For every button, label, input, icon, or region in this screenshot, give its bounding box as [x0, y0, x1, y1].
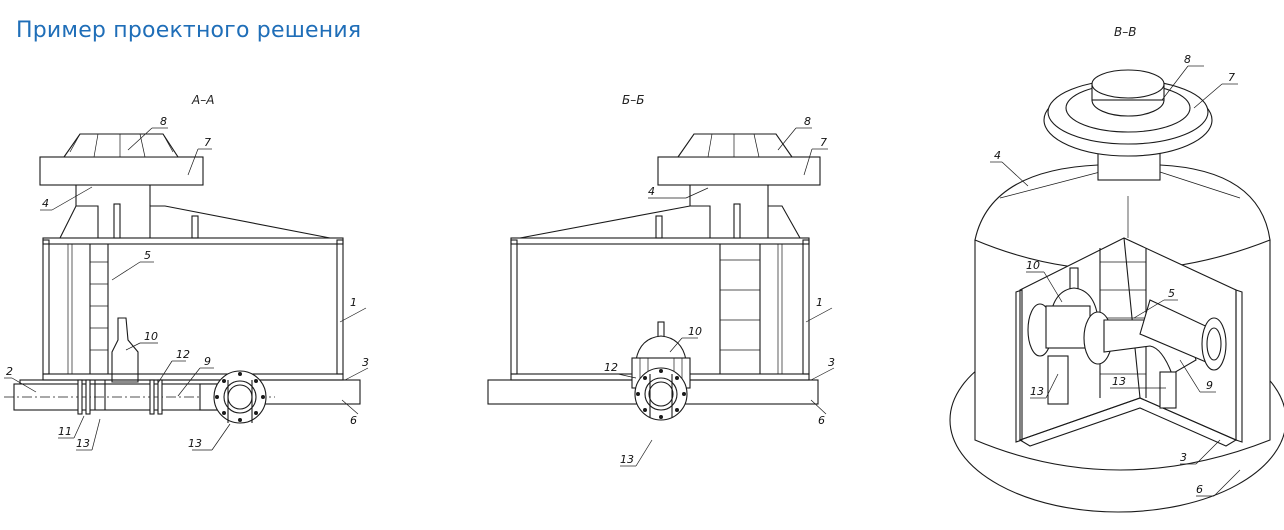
svg-text:1: 1 — [816, 296, 823, 309]
svg-text:3: 3 — [362, 356, 369, 369]
cover-plate-aa — [39, 156, 204, 186]
section-bb: Б–Б — [487, 93, 835, 467]
svg-text:12: 12 — [604, 361, 618, 374]
svg-text:5: 5 — [144, 249, 151, 262]
svg-text:10: 10 — [1026, 259, 1040, 272]
svg-text:7: 7 — [1228, 71, 1235, 84]
svg-text:1: 1 — [350, 296, 357, 309]
svg-text:8: 8 — [804, 115, 811, 128]
svg-text:9: 9 — [204, 355, 211, 368]
tank-wall-right-aa — [336, 239, 344, 375]
svg-text:5: 5 — [1168, 287, 1175, 300]
section-aa-label: А–А — [191, 93, 214, 107]
svg-text:8: 8 — [160, 115, 167, 128]
svg-text:3: 3 — [1180, 451, 1187, 464]
svg-text:6: 6 — [818, 414, 825, 427]
svg-text:3: 3 — [828, 356, 835, 369]
svg-text:2: 2 — [6, 365, 13, 378]
section-vv-label: В–В — [1114, 25, 1136, 39]
svg-text:13: 13 — [1030, 385, 1044, 398]
section-aa: А–А — [4, 93, 369, 451]
svg-text:13: 13 — [76, 437, 90, 450]
svg-text:4: 4 — [648, 185, 655, 198]
svg-text:10: 10 — [688, 325, 702, 338]
section-vv: В–В — [949, 25, 1284, 513]
svg-text:6: 6 — [350, 414, 357, 427]
svg-text:9: 9 — [1206, 379, 1213, 392]
page-title: Пример проектного решения — [16, 18, 362, 43]
svg-text:6: 6 — [1196, 483, 1203, 496]
svg-text:7: 7 — [820, 136, 827, 149]
svg-text:13: 13 — [188, 437, 202, 450]
svg-text:4: 4 — [994, 149, 1001, 162]
svg-text:13: 13 — [1112, 375, 1126, 388]
svg-text:12: 12 — [176, 348, 190, 361]
svg-text:11: 11 — [58, 425, 72, 438]
tank-roof-aa — [42, 237, 344, 245]
svg-text:8: 8 — [1184, 53, 1191, 66]
svg-text:13: 13 — [620, 453, 634, 466]
cover-plate-bb — [657, 156, 821, 186]
svg-text:10: 10 — [144, 330, 158, 343]
svg-text:7: 7 — [204, 136, 211, 149]
section-bb-label: Б–Б — [622, 93, 644, 107]
svg-text:4: 4 — [42, 197, 49, 210]
tank-wall-left-aa — [42, 239, 50, 375]
